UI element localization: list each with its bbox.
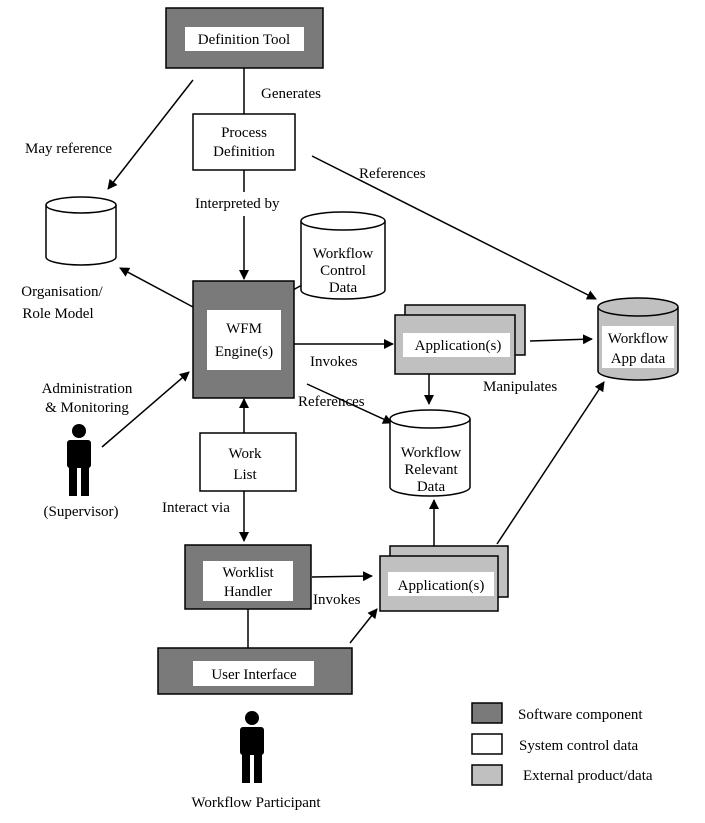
- relevant-data-label-line-2: Relevant: [404, 462, 458, 478]
- org-model-label-line-1: Organisation/: [21, 284, 103, 300]
- invokes-top-label: Invokes: [310, 354, 358, 370]
- interpreted-by-label: Interpreted by: [195, 196, 280, 212]
- legend-software-label: Software component: [518, 707, 643, 723]
- worklist-handler-label-line-1: Worklist: [222, 565, 274, 581]
- participant-label: Workflow Participant: [191, 795, 321, 811]
- ui-invokes-app-arrow: [349, 608, 378, 644]
- application-bottom: Application(s): [379, 545, 509, 612]
- work-list: Work List: [199, 432, 297, 492]
- legend-system-swatch: [471, 733, 503, 755]
- control-data-label-line-2: Control: [320, 263, 366, 279]
- relevant-data-label-line-3: Data: [417, 479, 446, 495]
- control-data-label-line-1: Workflow: [313, 246, 374, 262]
- process-definition-label-line-2: Definition: [213, 144, 275, 160]
- invokes-bottom-label: Invokes: [313, 592, 361, 608]
- application-top: Application(s): [394, 304, 526, 375]
- org-model-label-line-2: Role Model: [22, 306, 93, 322]
- application-top-label: Application(s): [415, 338, 502, 354]
- references-mid-label: References: [298, 394, 365, 410]
- manipulates-label: Manipulates: [483, 379, 557, 395]
- org-role-model-store: [45, 196, 117, 266]
- app-data-label-line-2: App data: [611, 351, 666, 367]
- engine-references-relevant-arrow: [306, 383, 393, 424]
- supervisor-admin-arrow: [101, 371, 190, 448]
- work-list-label-line-1: Work: [229, 446, 262, 462]
- legend-software-swatch: [471, 702, 503, 724]
- supervisor-label: (Supervisor): [44, 504, 119, 520]
- app-to-app-data-arrow: [529, 334, 593, 345]
- legend-external-label: External product/data: [523, 768, 653, 784]
- definition-tool-label: Definition Tool: [198, 32, 290, 48]
- workflow-app-data-store: Workflow App data: [597, 297, 679, 381]
- worklist-handler: Worklist Handler: [184, 544, 312, 610]
- def-tool-to-org-model-arrow: [107, 79, 194, 190]
- legend: Software component System control data E…: [471, 702, 653, 786]
- process-def-to-app-data-arrow: [311, 155, 597, 300]
- definition-tool: Definition Tool: [165, 7, 324, 69]
- legend-system-label: System control data: [519, 738, 638, 754]
- workflow-control-data-store: Workflow Control Data: [300, 211, 386, 300]
- user-interface: User Interface: [157, 647, 353, 695]
- interact-via-label: Interact via: [162, 500, 230, 516]
- admin-monitoring-label-line-2: & Monitoring: [45, 400, 129, 416]
- connectors: [101, 68, 605, 648]
- legend-external-swatch: [471, 764, 503, 786]
- wfm-engine: WFM Engine(s): [192, 280, 295, 399]
- supervisor-person-icon: [67, 424, 91, 496]
- application-bottom-label: Application(s): [398, 578, 485, 594]
- wfm-engine-label-line-1: WFM: [226, 321, 262, 337]
- worklist-handler-label-line-2: Handler: [224, 584, 272, 600]
- engine-to-org-model-arrow: [119, 267, 194, 308]
- references-top-label: References: [359, 166, 426, 182]
- participant-person-icon: [240, 711, 264, 783]
- generates-label: Generates: [261, 86, 321, 102]
- process-definition: Process Definition: [192, 113, 296, 171]
- relevant-data-label-line-1: Workflow: [401, 445, 462, 461]
- control-data-label-line-3: Data: [329, 280, 358, 296]
- app-data-label-line-1: Workflow: [608, 331, 669, 347]
- may-reference-label: May reference: [25, 141, 112, 157]
- wfm-engine-label-line-2: Engine(s): [215, 344, 273, 360]
- user-interface-label: User Interface: [211, 667, 297, 683]
- handler-invokes-app-arrow: [311, 571, 373, 582]
- app-bottom-to-app-data-arrow: [496, 381, 605, 545]
- admin-monitoring-label-line-1: Administration: [42, 381, 133, 397]
- process-definition-label-line-1: Process: [221, 125, 267, 141]
- work-list-label-line-2: List: [233, 467, 257, 483]
- workflow-relevant-data-store: Workflow Relevant Data: [389, 409, 471, 497]
